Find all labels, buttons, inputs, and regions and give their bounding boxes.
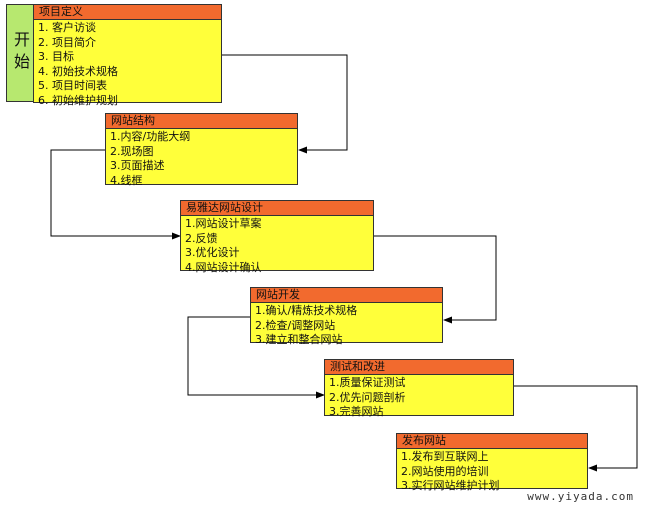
stage-item: 3.建立和整合网站 [255,333,343,346]
stage-item: 1.发布到互联网上 [401,450,489,463]
stage-item: 6. 初始维护规划 [38,93,118,107]
stage-title: 项目定义 [34,5,221,20]
start-box: 开始 [6,4,34,102]
connector-4-5 [187,316,325,399]
stage-title: 发布网站 [397,434,587,449]
stage-item: 2.反馈 [185,231,218,245]
stage-item: 2.优先问题剖析 [329,390,406,404]
stage-item: 3.实行网站维护计划 [401,479,500,492]
stage-item: 2.网站使用的培训 [401,464,489,478]
stage-item: 3. 目标 [38,50,74,63]
stage-title: 网站开发 [251,288,442,303]
stage-launch: 发布网站 1.发布到互联网上 2.网站使用的培训 3.实行网站维护计划 [396,433,588,492]
stage-site-design: 易雅达网站设计 1.网站设计草案 2.反馈 3.优化设计 4.网站设计确认 [180,200,374,274]
stage-site-development: 网站开发 1.确认/精炼技术规格 2.检查/调整网站 3.建立和整合网站 [250,287,443,346]
stage-item: 2.检查/调整网站 [255,318,336,332]
stage-item: 1. 客户访谈 [38,21,96,34]
connector-3-4 [374,235,497,324]
stage-item: 4.网站设计确认 [185,260,262,274]
stage-item: 1.确认/精炼技术规格 [255,304,358,317]
stage-title: 网站结构 [106,114,297,129]
stage-project-definition: 项目定义 1. 客户访谈 2. 项目简介 3. 目标 4. 初始技术规格 5. … [33,4,222,107]
stage-title: 易雅达网站设计 [181,201,373,216]
stage-item: 3.优化设计 [185,246,240,259]
stage-item: 3.页面描述 [110,159,165,172]
stage-item: 1.内容/功能大纲 [110,130,191,143]
stage-title: 测试和改进 [325,360,513,375]
connector-2-3 [50,149,181,240]
stage-item: 2. 项目简介 [38,35,96,49]
stage-item: 5. 项目时间表 [38,79,107,92]
stage-item: 3.完善网站 [329,405,384,418]
stage-item: 4. 初始技术规格 [38,64,118,78]
stage-testing: 测试和改进 1.质量保证测试 2.优先问题剖析 3.完善网站 [324,359,514,418]
stage-item: 2.现场图 [110,144,154,158]
watermark: www.yiyada.com [527,490,634,503]
connector-5-6 [514,385,638,472]
connector-1-2 [221,54,348,154]
start-label: 开始 [11,31,30,75]
stage-item: 1.网站设计草案 [185,217,262,230]
stage-item: 4.线框 [110,173,143,187]
stage-site-structure: 网站结构 1.内容/功能大纲 2.现场图 3.页面描述 4.线框 [105,113,298,187]
stage-item: 1.质量保证测试 [329,376,406,389]
